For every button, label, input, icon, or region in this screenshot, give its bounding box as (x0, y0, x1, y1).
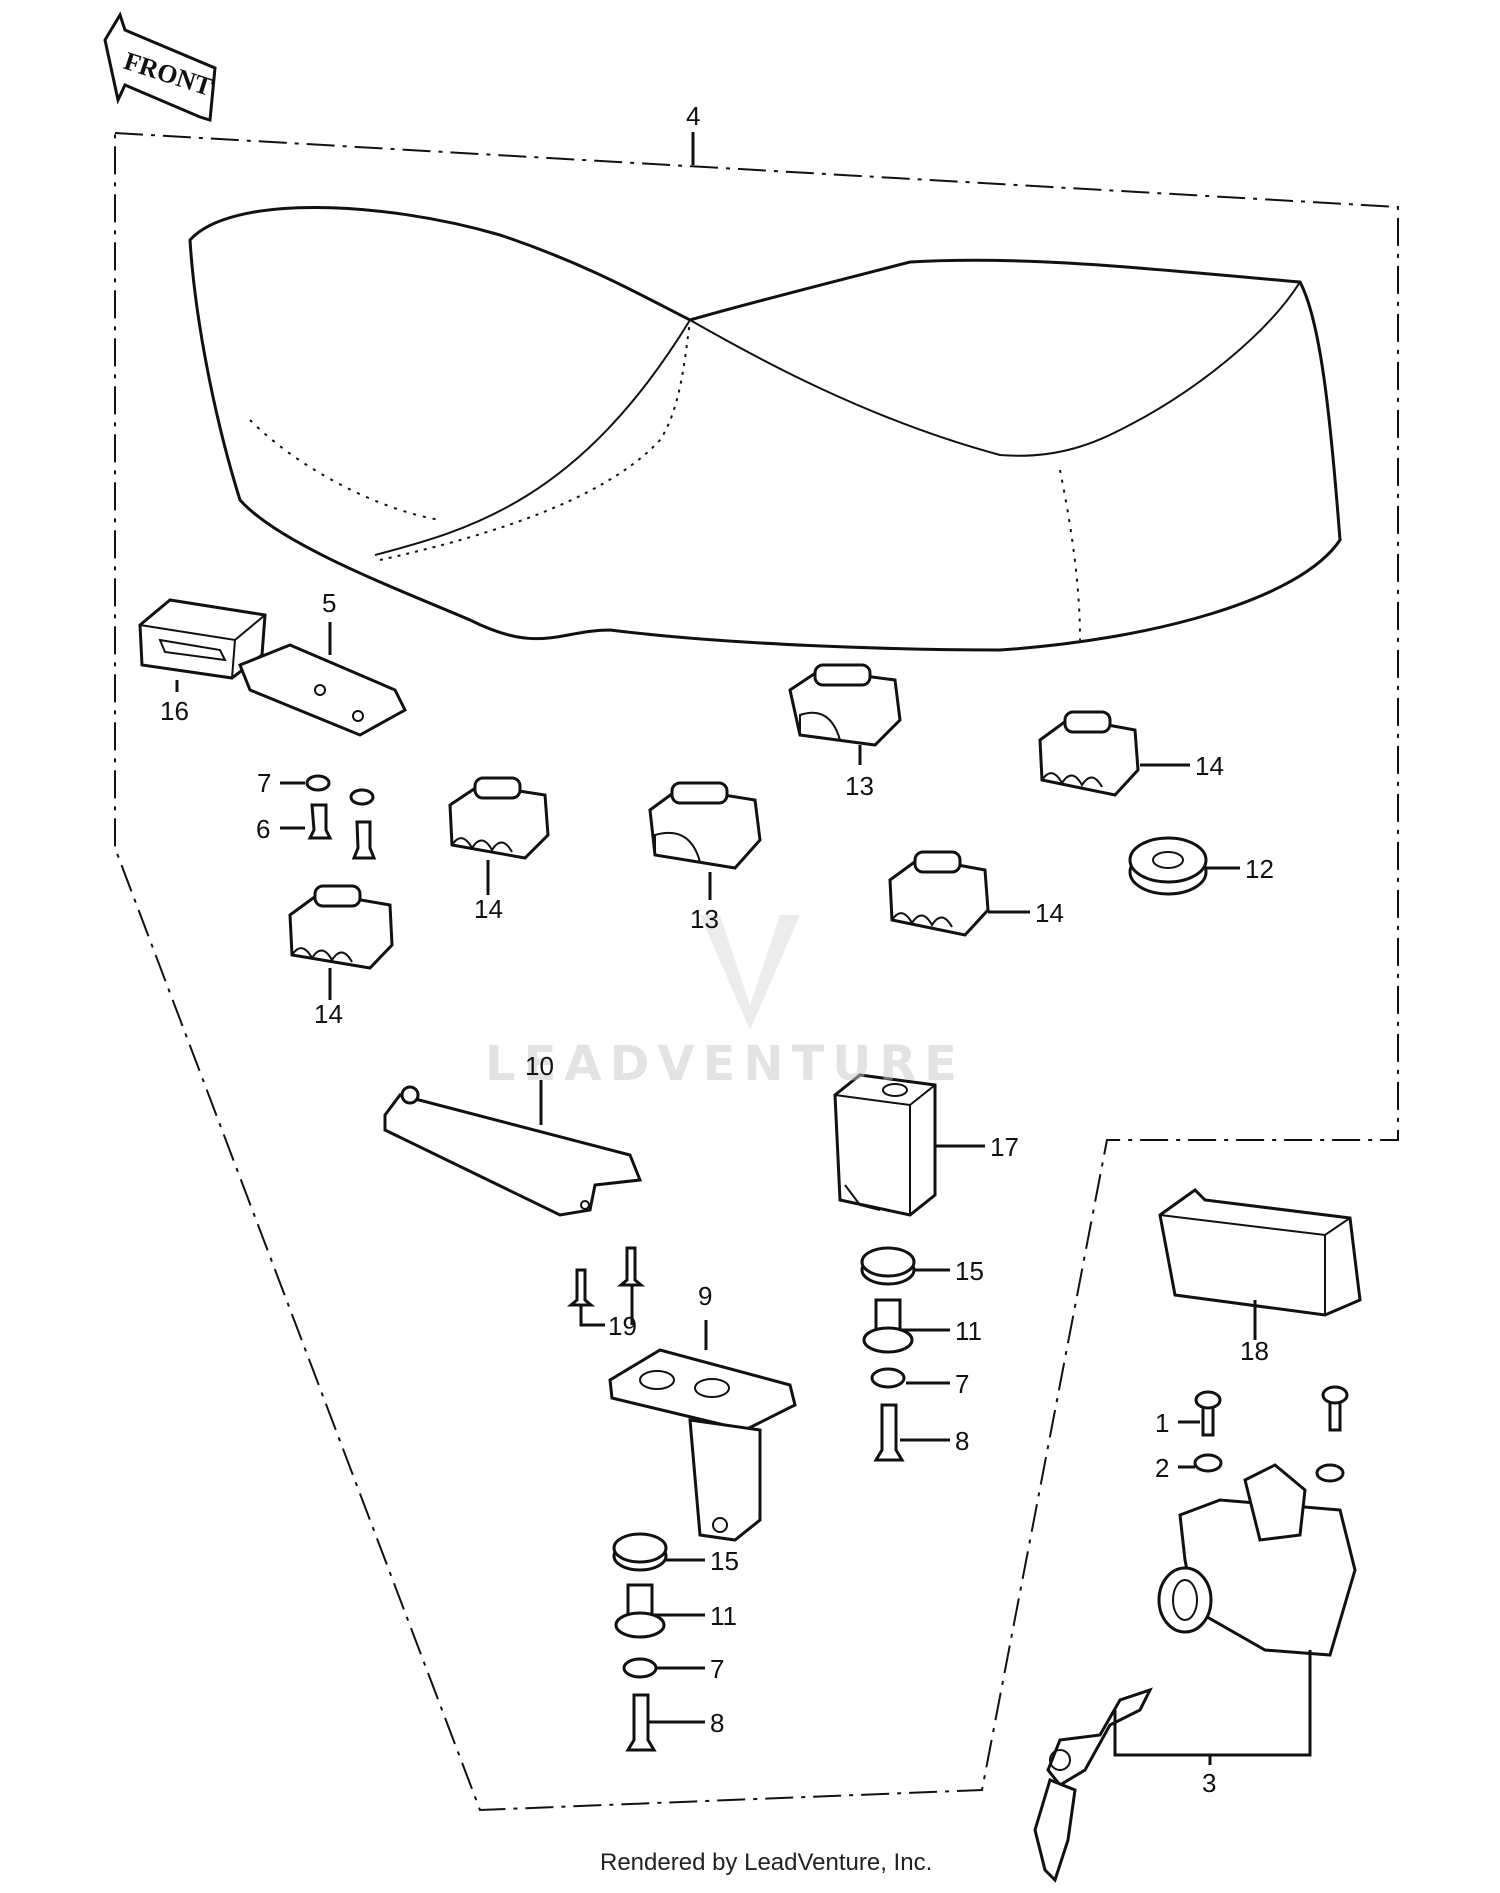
grommet (1128, 836, 1208, 896)
callout-7-top: 7 (257, 768, 271, 798)
footer-credit: Rendered by LeadVenture, Inc. (600, 1849, 932, 1876)
callout-17: 17 (990, 1132, 1019, 1162)
battery-plate (383, 1085, 643, 1217)
callout-19: 19 (608, 1311, 637, 1341)
cover (138, 598, 267, 680)
callout-4: 4 (686, 101, 700, 131)
lock-screws (1193, 1385, 1349, 1483)
callout-14-center-right: 14 (1035, 898, 1064, 928)
rubber-mount-14-left-lower (288, 884, 394, 970)
rubber-mount-14-center-right (888, 850, 990, 937)
callout-10: 10 (525, 1051, 554, 1081)
assembly-boundary (114, 132, 1399, 1812)
callout-7-lower: 7 (710, 1654, 724, 1684)
seat-bracket (608, 1348, 797, 1542)
callout-9: 9 (698, 1281, 712, 1311)
callout-8-lower: 8 (710, 1708, 724, 1738)
seat (188, 206, 1342, 652)
callout-11-right: 11 (955, 1316, 982, 1346)
rubber-mount-14-left-upper (448, 776, 550, 860)
callout-6: 6 (256, 814, 270, 844)
callout-8-right: 8 (955, 1426, 969, 1456)
callout-12: 12 (1245, 854, 1274, 884)
callout-16: 16 (160, 696, 189, 726)
bolt-washer-set-left (305, 774, 377, 860)
callout-14-left-upper: 14 (474, 894, 503, 924)
callout-labels: 4 5 16 7 6 13 14 14 13 14 12 14 10 17 15… (160, 101, 1274, 1798)
callout-14-left-lower: 14 (314, 999, 343, 1029)
callout-13-lower: 13 (690, 904, 719, 934)
plate-bracket (238, 643, 407, 737)
callout-11-lower: 11 (710, 1601, 737, 1631)
seat-lock-assembly (1033, 1463, 1357, 1883)
front-arrow-icon: FRONT (103, 11, 217, 122)
rubber-mount-13-upper (788, 663, 902, 747)
leader-lines (175, 132, 1312, 1765)
rubber-mount-13-lower (648, 781, 762, 870)
rubber-mount-14-right (1038, 710, 1140, 797)
watermark-logo: LEADVENTURE (485, 915, 965, 1092)
callout-1: 1 (1155, 1408, 1169, 1438)
callout-5: 5 (322, 588, 336, 618)
callout-2: 2 (1155, 1453, 1169, 1483)
fastener-stack-right (860, 1246, 916, 1462)
callout-15-right: 15 (955, 1256, 984, 1286)
screw-pair (566, 1246, 646, 1307)
watermark-text: LEADVENTURE (485, 1036, 965, 1092)
mounting-bracket (833, 1073, 937, 1217)
callout-7-right: 7 (955, 1369, 969, 1399)
callout-18: 18 (1240, 1336, 1269, 1366)
callout-14-right: 14 (1195, 751, 1224, 781)
fastener-stack-lower (612, 1532, 668, 1752)
callout-15-lower: 15 (710, 1546, 739, 1576)
lock-guard (1158, 1188, 1362, 1317)
callout-3: 3 (1202, 1768, 1216, 1798)
callout-13-upper: 13 (845, 771, 874, 801)
